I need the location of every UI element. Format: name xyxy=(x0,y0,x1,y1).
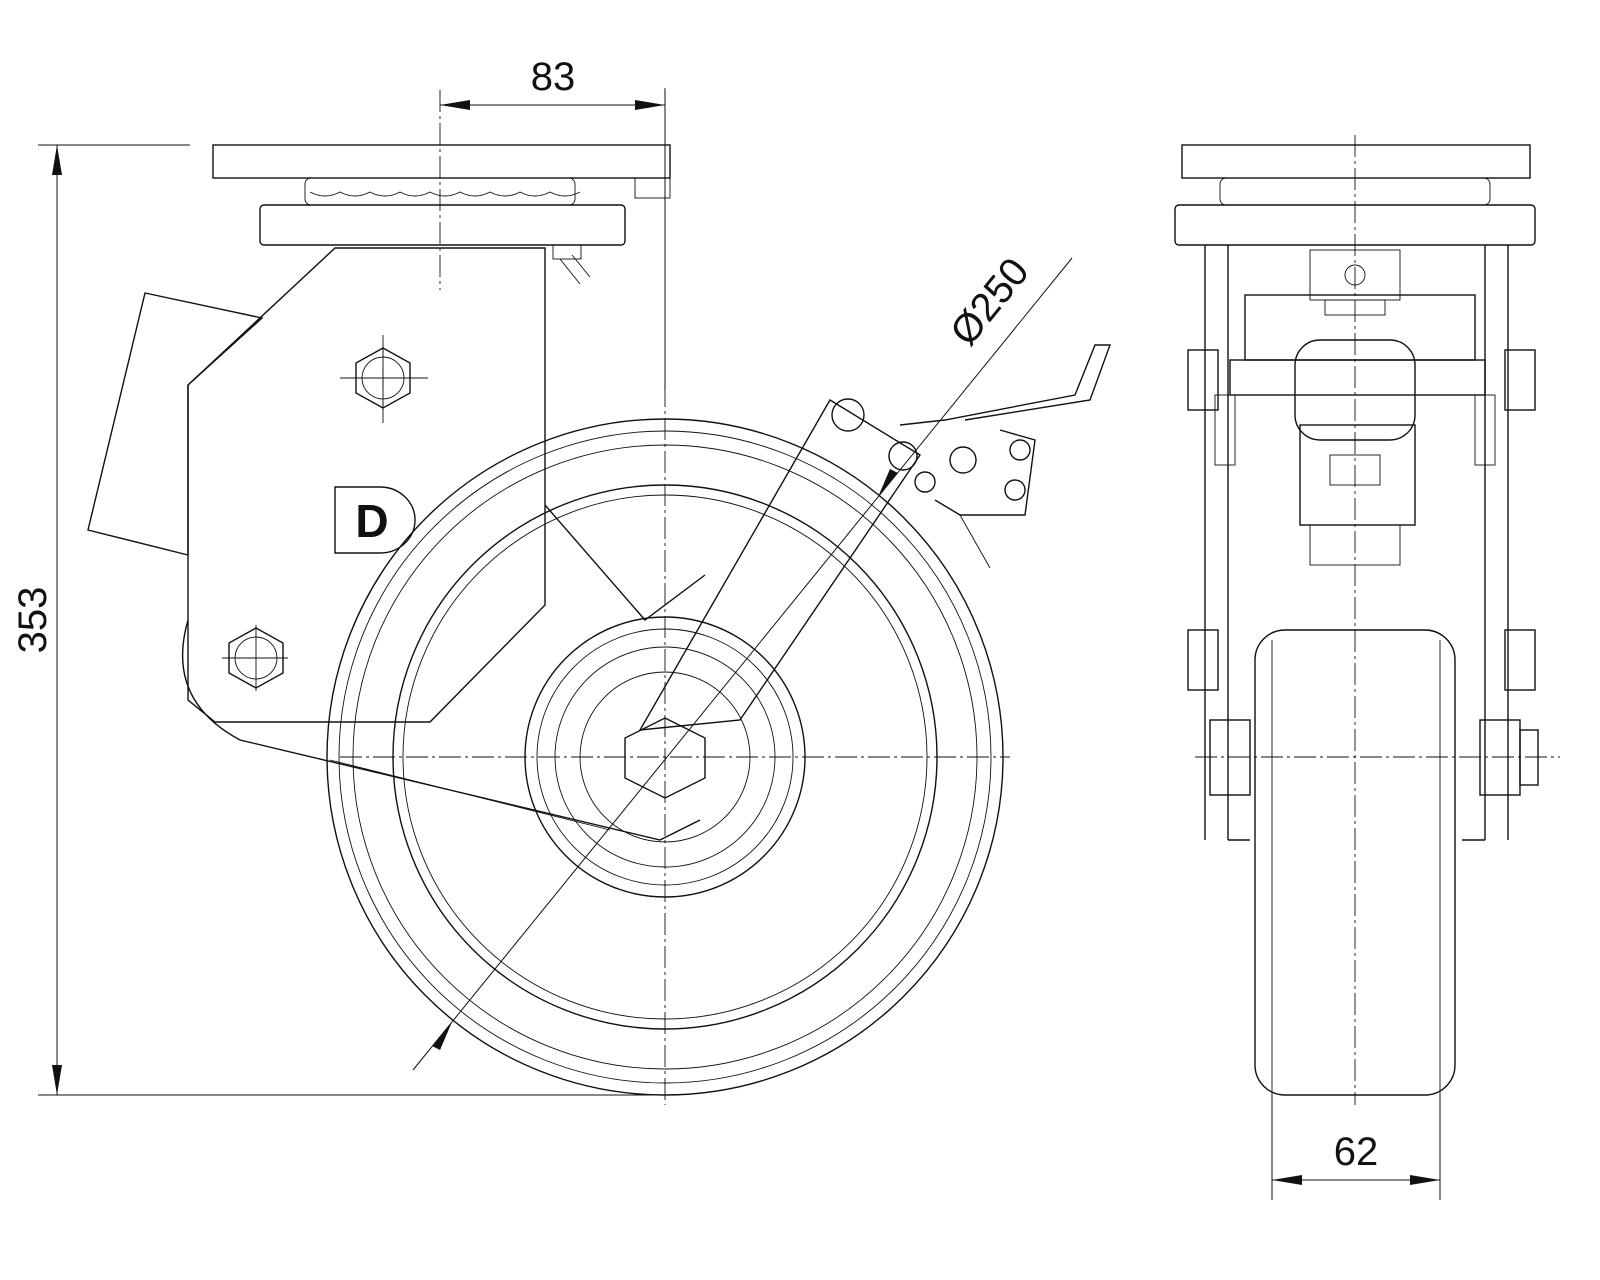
dimension-diameter-label: Ø250 xyxy=(942,250,1038,354)
swivel-plate xyxy=(259,204,626,246)
dimension-offset: 83 xyxy=(440,55,666,390)
dimension-offset-label: 83 xyxy=(531,55,576,99)
dimension-height-label: 353 xyxy=(11,587,55,654)
top-plate xyxy=(212,144,671,179)
brake-arm xyxy=(638,399,921,731)
front-view xyxy=(1174,135,1560,1105)
dimension-width-label: 62 xyxy=(1334,1130,1379,1174)
brand-logo-text: D xyxy=(355,495,388,547)
side-view: D xyxy=(87,88,1111,1105)
spring-housing xyxy=(87,292,264,556)
bolt-icon xyxy=(222,625,288,691)
brand-logo: D xyxy=(334,486,416,554)
dimension-height: 353 xyxy=(11,144,665,1096)
brake-pedal xyxy=(899,344,1111,569)
dimension-width: 62 xyxy=(1271,1095,1441,1200)
fork-bracket xyxy=(187,247,546,723)
top-plate-front xyxy=(1181,144,1531,179)
dimension-diameter: Ø250 xyxy=(412,250,1073,1071)
